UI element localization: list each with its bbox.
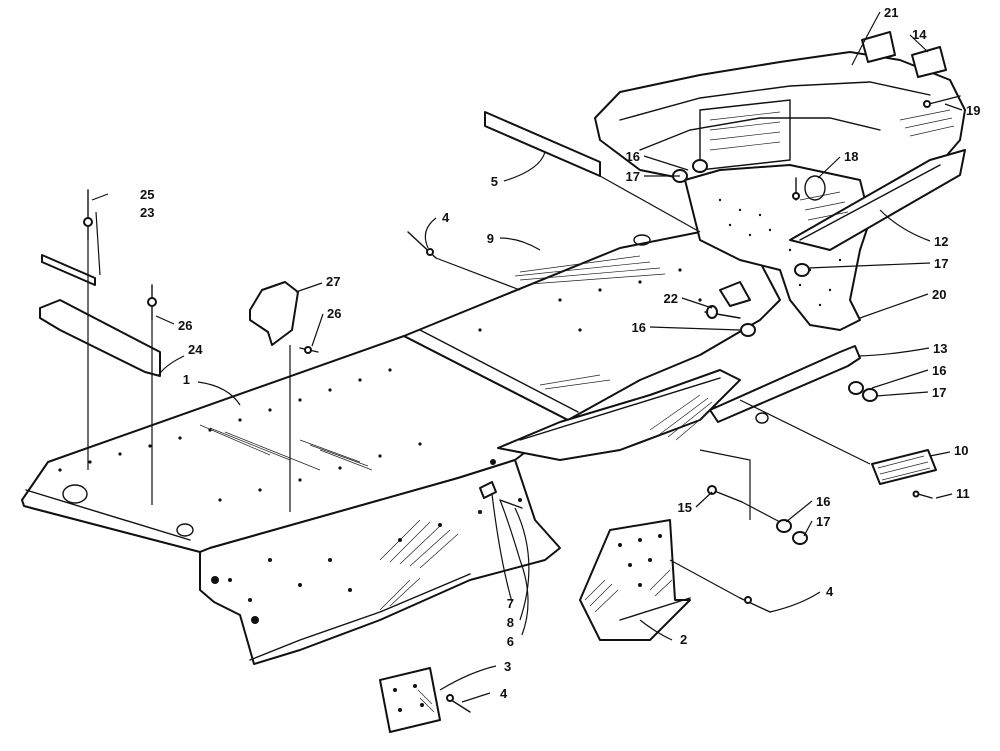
callout-8: 8 [507,615,514,630]
guard-27-part [249,281,299,346]
callout-17-bumper: 17 [626,169,640,184]
strip-5-part [484,111,601,177]
bracket-24-part [39,299,161,377]
callout-18: 18 [844,149,858,164]
callout-26-right: 26 [327,306,341,321]
callout-17-side: 17 [934,256,948,271]
plate-3-part [379,667,441,733]
callout-21: 21 [884,5,898,20]
callout-14: 14 [912,27,927,42]
callout-16-rod: 16 [932,363,946,378]
callout-17-rod: 17 [932,385,946,400]
bracket-2-part [579,519,691,641]
callout-13: 13 [933,341,947,356]
callout-17-lower: 17 [816,514,830,529]
callout-16-bumper: 16 [626,149,640,164]
rear-bumper-part [594,51,966,331]
callout-22: 22 [664,291,678,306]
callout-19: 19 [966,103,980,118]
callout-labels: 1 2 3 4 4 4 5 6 7 8 9 10 11 12 13 14 15 … [140,5,980,701]
callout-23: 23 [140,205,154,220]
rod-13-part [709,345,861,423]
callout-3: 3 [504,659,511,674]
callout-25: 25 [140,187,154,202]
tunnel-extension-part [403,231,781,421]
assembly-lines [87,175,871,599]
callout-15: 15 [678,500,692,515]
callout-4-bracket: 4 [826,584,834,599]
callout-7: 7 [507,596,514,611]
callout-2: 2 [680,632,687,647]
callout-4-tunnel: 4 [442,210,450,225]
leader-lines [91,11,963,703]
tunnel-pan-part [21,335,569,665]
reflector-10-part [871,449,937,485]
callout-9: 9 [487,231,494,246]
callout-11: 11 [956,486,970,501]
callout-26-left: 26 [178,318,192,333]
fasteners [83,95,961,713]
strap-23-part [41,254,96,286]
callout-10: 10 [954,443,968,458]
callout-1: 1 [183,372,190,387]
callout-16-lower: 16 [816,494,830,509]
callout-20: 20 [932,287,946,302]
side-rail-part [497,369,741,461]
callout-27: 27 [326,274,340,289]
callout-6: 6 [507,634,514,649]
callout-4-plate: 4 [500,686,508,701]
callout-5: 5 [491,174,498,189]
decal-21-part [861,31,896,63]
callout-12: 12 [934,234,948,249]
callout-24: 24 [188,342,203,357]
decal-14-part [911,46,947,78]
callout-16-tunnel: 16 [632,320,646,335]
